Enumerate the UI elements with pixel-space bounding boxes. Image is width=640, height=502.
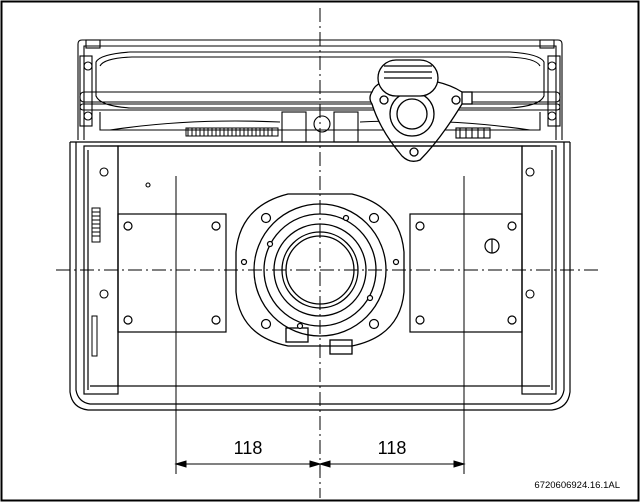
reference-code: 6720606924.16.1AL xyxy=(534,480,620,491)
dimension-label-right: 118 xyxy=(378,438,407,458)
side-screws xyxy=(99,167,535,299)
arrow-left-end xyxy=(309,460,322,468)
dimension-label-left: 118 xyxy=(234,438,263,458)
arrow-right-end xyxy=(453,460,466,468)
dimension-lines xyxy=(174,176,466,474)
center-lines xyxy=(56,8,598,498)
flue-collar-screws xyxy=(240,212,400,330)
left-mounting-plate xyxy=(117,213,227,333)
fin-strip xyxy=(185,127,279,137)
arrow-right-start xyxy=(318,460,331,468)
left-ribs xyxy=(91,207,101,357)
fan-motor xyxy=(369,59,473,162)
arrow-left-start xyxy=(174,460,187,468)
right-mounting-plate xyxy=(409,213,523,333)
